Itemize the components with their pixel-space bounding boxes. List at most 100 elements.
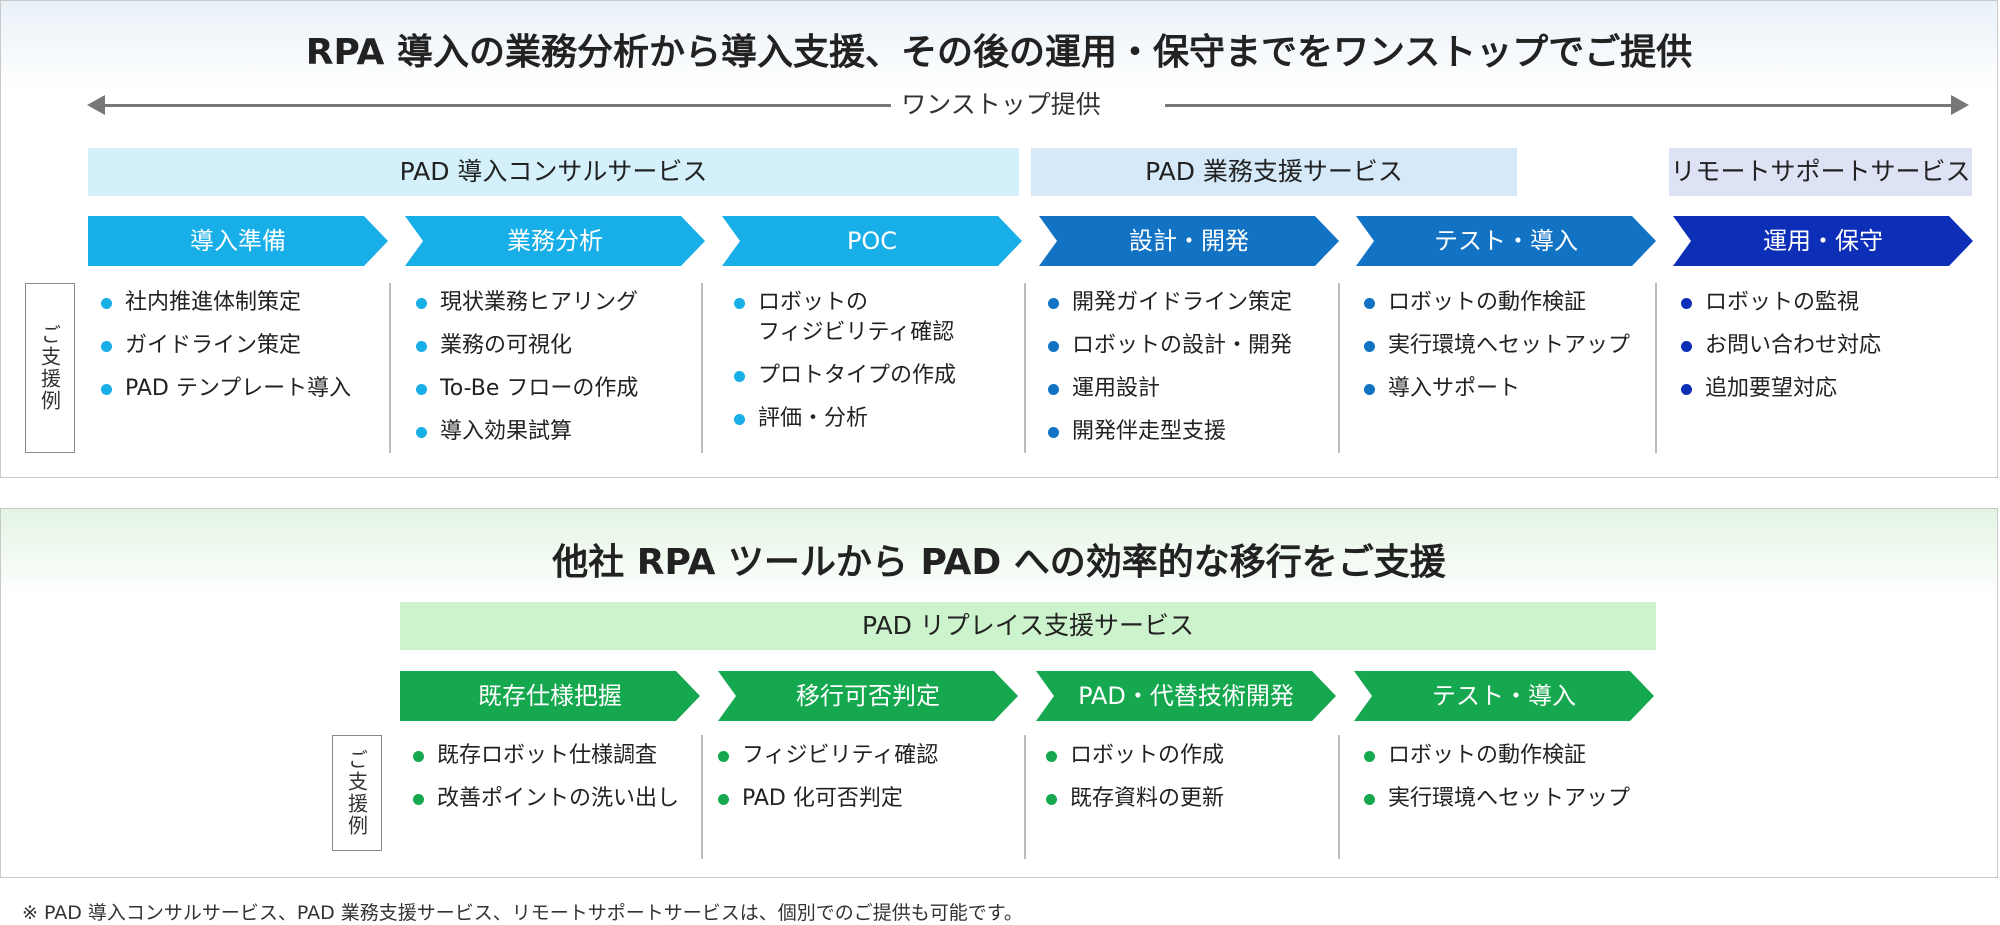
- example-item: 導入サポート: [1364, 374, 1630, 404]
- arrow-left-icon: [87, 95, 105, 115]
- example-item: 実行環境へセットアップ: [1364, 331, 1630, 361]
- example-item-text: ロボットの動作検証: [1388, 290, 1587, 315]
- example-item-text: お問い合わせ対応: [1705, 333, 1882, 358]
- panel2-step-3-examples: ロボットの作成既存資料の更新: [1046, 741, 1224, 827]
- example-item-text: 業務の可視化: [440, 333, 573, 358]
- example-item: ロボットの フィジビリティ確認: [734, 288, 956, 348]
- onestop-label: ワンストップ提供: [901, 90, 1101, 119]
- example-item: 改善ポイントの洗い出し: [413, 784, 679, 814]
- example-item-text: 運用設計: [1072, 376, 1161, 401]
- panel2-step-3-arrow: PAD・代替技術開発: [1036, 671, 1336, 721]
- example-item-text: 評価・分析: [758, 406, 869, 431]
- bullet-dot-icon: [734, 414, 745, 425]
- panel1-step-1-examples: 社内推進体制策定ガイドライン策定 PAD テンプレート導入: [101, 288, 351, 417]
- example-item-text: 既存ロボット仕様調査: [437, 743, 658, 768]
- replace-panel: 他社 RPA ツールから PAD への効率的な移行をご支援 PAD リプレイス支…: [0, 508, 1998, 878]
- example-item: ロボットの作成: [1046, 741, 1224, 771]
- example-item-text: 現状業務ヒアリング: [440, 290, 639, 315]
- example-item-text: 実行環境へセットアップ: [1388, 333, 1631, 358]
- panel1-step-3-examples: ロボットの フィジビリティ確認プロトタイプの作成評価・分析: [734, 288, 956, 447]
- panel2-step-1-arrow: 既存仕様把握: [400, 671, 700, 721]
- example-item-text: 改善ポイントの洗い出し: [437, 786, 680, 811]
- panel1-step-6-arrow: 運用・保守: [1673, 216, 1973, 266]
- bullet-dot-icon: [734, 371, 745, 382]
- example-item: ロボットの監視: [1681, 288, 1881, 318]
- bullet-dot-icon: [416, 298, 427, 309]
- bullet-dot-icon: [734, 298, 745, 309]
- example-item-text: 社内推進体制策定: [125, 290, 302, 315]
- bullet-dot-icon: [416, 384, 427, 395]
- bullet-dot-icon: [1364, 751, 1375, 762]
- column-divider: [701, 735, 703, 859]
- onestop-line-right: [1165, 104, 1953, 107]
- example-item: ガイドライン策定: [101, 331, 351, 361]
- bullet-dot-icon: [1364, 384, 1375, 395]
- example-item: 業務の可視化: [416, 331, 638, 361]
- example-item: 実行環境へセットアップ: [1364, 784, 1630, 814]
- panel1-step-2-examples: 現状業務ヒアリング業務の可視化 To-Be フローの作成導入効果試算: [416, 288, 638, 460]
- example-item: 開発伴走型支援: [1048, 417, 1292, 447]
- panel2-step-2-arrow: 移行可否判定: [718, 671, 1018, 721]
- example-label: ご支援例: [25, 283, 75, 453]
- example-item-text: ガイドライン策定: [125, 333, 302, 358]
- footnote: ※ PAD 導入コンサルサービス、PAD 業務支援サービス、リモートサポートサー…: [22, 902, 1023, 924]
- onestop-line-left: [105, 104, 891, 107]
- example-item-text: ロボットの フィジビリティ確認: [758, 290, 955, 345]
- bullet-dot-icon: [1046, 751, 1057, 762]
- example-item: 評価・分析: [734, 404, 956, 434]
- panel2-step-2-examples: フィジビリティ確認 PAD 化可否判定: [718, 741, 938, 827]
- example-item-text: 開発ガイドライン策定: [1072, 290, 1293, 315]
- bullet-dot-icon: [1364, 298, 1375, 309]
- bullet-dot-icon: [718, 794, 729, 805]
- example-item-text: To-Be フローの作成: [440, 376, 639, 401]
- bullet-dot-icon: [1364, 341, 1375, 352]
- example-item: 追加要望対応: [1681, 374, 1881, 404]
- column-divider: [389, 283, 391, 453]
- onestop-panel: RPA 導入の業務分析から導入支援、その後の運用・保守までをワンストップでご提供…: [0, 0, 1998, 478]
- example-item: 導入効果試算: [416, 417, 638, 447]
- example-label: ご支援例: [332, 735, 382, 851]
- example-item: フィジビリティ確認: [718, 741, 938, 771]
- example-item: 社内推進体制策定: [101, 288, 351, 318]
- example-item-text: ロボットの動作検証: [1388, 743, 1587, 768]
- service-consulting: PAD 導入コンサルサービス: [88, 148, 1019, 196]
- example-item-text: ロボットの設計・開発: [1072, 333, 1293, 358]
- panel-title: RPA 導入の業務分析から導入支援、その後の運用・保守までをワンストップでご提供: [305, 32, 1693, 73]
- panel1-step-1-arrow: 導入準備: [88, 216, 388, 266]
- bullet-dot-icon: [413, 751, 424, 762]
- example-item: PAD 化可否判定: [718, 784, 938, 814]
- service-remote-support: リモートサポートサービス: [1669, 148, 1972, 196]
- panel1-step-2-arrow: 業務分析: [405, 216, 705, 266]
- example-item: To-Be フローの作成: [416, 374, 638, 404]
- service-business-support: PAD 業務支援サービス: [1031, 148, 1517, 196]
- bullet-dot-icon: [416, 341, 427, 352]
- panel1-step-5-arrow: テスト・導入: [1356, 216, 1656, 266]
- example-item-text: 既存資料の更新: [1070, 786, 1225, 811]
- service-replace: PAD リプレイス支援サービス: [400, 602, 1656, 650]
- example-item: ロボットの動作検証: [1364, 741, 1630, 771]
- bullet-dot-icon: [413, 794, 424, 805]
- panel-title: 他社 RPA ツールから PAD への効率的な移行をご支援: [552, 542, 1446, 583]
- panel1-step-6-examples: ロボットの監視お問い合わせ対応追加要望対応: [1681, 288, 1881, 417]
- example-item-text: 導入効果試算: [440, 419, 573, 444]
- panel2-step-4-arrow: テスト・導入: [1354, 671, 1654, 721]
- panel2-step-1-examples: 既存ロボット仕様調査改善ポイントの洗い出し: [413, 741, 679, 827]
- bullet-dot-icon: [416, 427, 427, 438]
- arrow-right-icon: [1951, 95, 1969, 115]
- example-item-text: 実行環境へセットアップ: [1388, 786, 1631, 811]
- bullet-dot-icon: [101, 384, 112, 395]
- example-item: ロボットの設計・開発: [1048, 331, 1292, 361]
- bullet-dot-icon: [1681, 298, 1692, 309]
- example-item: 現状業務ヒアリング: [416, 288, 638, 318]
- bullet-dot-icon: [1681, 384, 1692, 395]
- example-item: 開発ガイドライン策定: [1048, 288, 1292, 318]
- example-item: ロボットの動作検証: [1364, 288, 1630, 318]
- bullet-dot-icon: [718, 751, 729, 762]
- bullet-dot-icon: [1048, 384, 1059, 395]
- example-item: 運用設計: [1048, 374, 1292, 404]
- panel1-step-5-examples: ロボットの動作検証実行環境へセットアップ導入サポート: [1364, 288, 1630, 417]
- column-divider: [1024, 283, 1026, 453]
- example-item: 既存資料の更新: [1046, 784, 1224, 814]
- example-item: お問い合わせ対応: [1681, 331, 1881, 361]
- example-item-text: PAD テンプレート導入: [125, 376, 352, 401]
